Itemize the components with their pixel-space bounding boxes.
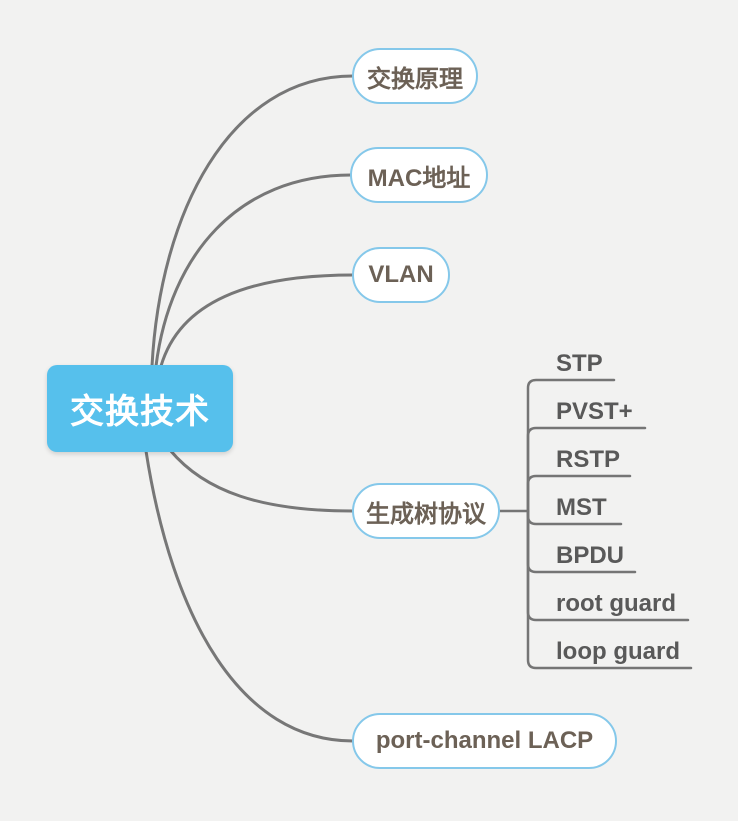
subtopic-rstp[interactable]: RSTP bbox=[556, 446, 621, 473]
subtopic-root-guard[interactable]: root guard bbox=[556, 590, 676, 617]
edge-root-to-branch-1 bbox=[150, 74, 355, 368]
subtopic-pvst[interactable]: PVST+ bbox=[556, 398, 633, 425]
root-node-switching-technology[interactable]: 交换技术 bbox=[47, 365, 233, 452]
edge-subtopic-stp bbox=[526, 378, 616, 513]
branch-node-label: MAC地址 bbox=[367, 164, 471, 192]
subtopic-loop-guard[interactable]: loop guard bbox=[556, 638, 680, 665]
branch-node-label: 生成树协议 bbox=[366, 500, 486, 528]
branch-node-switching-principle[interactable]: 交换原理 bbox=[352, 48, 478, 104]
branch-node-label: 交换原理 bbox=[367, 65, 463, 93]
edge-subtopic-rstp bbox=[526, 474, 632, 513]
edge-subtopic-loop-guard bbox=[526, 509, 693, 670]
edge-subtopic-pvst bbox=[526, 426, 647, 513]
branch-node-vlan[interactable]: VLAN bbox=[352, 247, 450, 303]
edge-root-to-branch-3 bbox=[159, 273, 355, 368]
branch-node-spanning-tree-protocol[interactable]: 生成树协议 bbox=[352, 483, 500, 539]
branch-node-mac-address[interactable]: MAC地址 bbox=[350, 147, 488, 203]
branch-node-label: VLAN bbox=[368, 261, 434, 288]
subtopic-mst[interactable]: MST bbox=[556, 494, 607, 521]
branch-node-port-channel-lacp[interactable]: port-channel LACP bbox=[352, 713, 617, 769]
edge-root-to-branch-2 bbox=[154, 173, 353, 368]
subtopic-stp[interactable]: STP bbox=[556, 350, 603, 377]
branch-node-label: port-channel LACP bbox=[375, 727, 594, 754]
subtopic-bpdu[interactable]: BPDU bbox=[556, 542, 625, 569]
edge-root-to-branch-4 bbox=[168, 448, 355, 513]
edge-root-to-branch-5 bbox=[144, 449, 355, 743]
root-node-label: 交换技术 bbox=[70, 393, 210, 431]
